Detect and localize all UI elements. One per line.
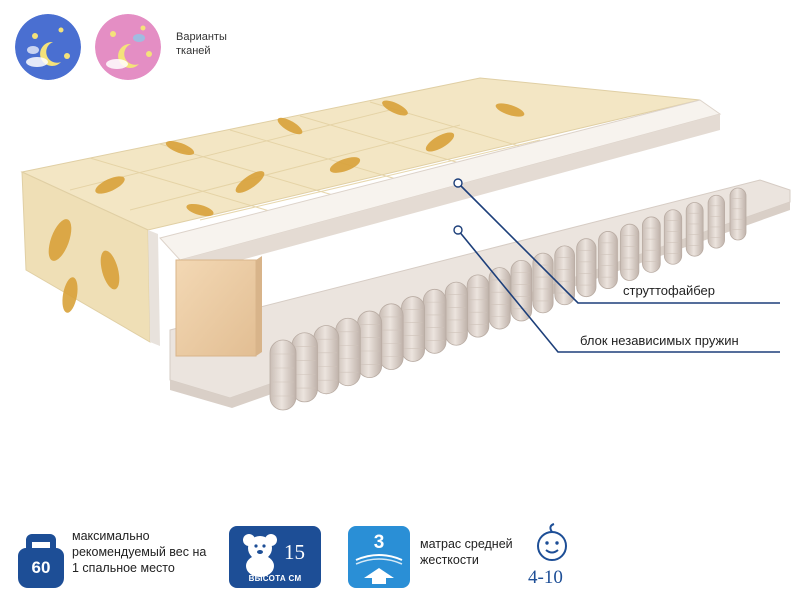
firmness-description: матрас средней жесткости bbox=[420, 537, 513, 567]
callout-dot bbox=[453, 225, 463, 235]
teddy-bear-icon bbox=[243, 534, 277, 577]
spring-coil bbox=[488, 267, 511, 330]
spring-coil bbox=[685, 202, 704, 257]
weight-value: 60 bbox=[31, 558, 51, 577]
spring-coil bbox=[269, 339, 297, 411]
spring-coil bbox=[598, 231, 618, 289]
height-value: 15 bbox=[284, 540, 305, 564]
fabric-swatch-blue[interactable] bbox=[15, 14, 81, 80]
spring-coil bbox=[554, 245, 575, 306]
moon-pattern-icon bbox=[95, 14, 161, 80]
firmness-badge bbox=[348, 526, 410, 588]
height-badge bbox=[229, 526, 321, 588]
moon-pattern-icon bbox=[15, 14, 81, 80]
spring-coil bbox=[707, 194, 725, 249]
spring-coil bbox=[620, 223, 640, 281]
firmness-arrow-icon bbox=[355, 554, 403, 584]
spring-coil bbox=[401, 296, 425, 362]
callout-dot bbox=[453, 178, 463, 188]
spring-coil bbox=[729, 187, 747, 241]
mattress-illustration bbox=[20, 77, 791, 411]
firmness-value: 3 bbox=[373, 532, 385, 553]
struttofiber-label: струттофайбер bbox=[623, 283, 715, 298]
spring-coil bbox=[510, 259, 533, 322]
height-caption: ВЫСОТА СМ bbox=[248, 574, 302, 583]
baby-face-icon bbox=[537, 523, 567, 561]
spring-coil bbox=[576, 238, 597, 298]
spring-coil bbox=[357, 310, 383, 379]
pocket-springs bbox=[269, 187, 747, 411]
spring-coil bbox=[444, 281, 468, 346]
fabric-variants-label: Варианты тканей bbox=[176, 31, 227, 57]
age-range: 4-10 bbox=[528, 567, 563, 588]
kettlebell-icon bbox=[18, 534, 64, 588]
weight-description: максимально рекомендуемый вес на 1 спаль… bbox=[72, 529, 207, 575]
spring-coil bbox=[532, 252, 554, 314]
spring-coil bbox=[641, 216, 661, 273]
fabric-swatch-pink[interactable] bbox=[95, 14, 161, 80]
spring-coil bbox=[663, 209, 683, 265]
springs-label: блок независимых пружин bbox=[580, 333, 739, 348]
